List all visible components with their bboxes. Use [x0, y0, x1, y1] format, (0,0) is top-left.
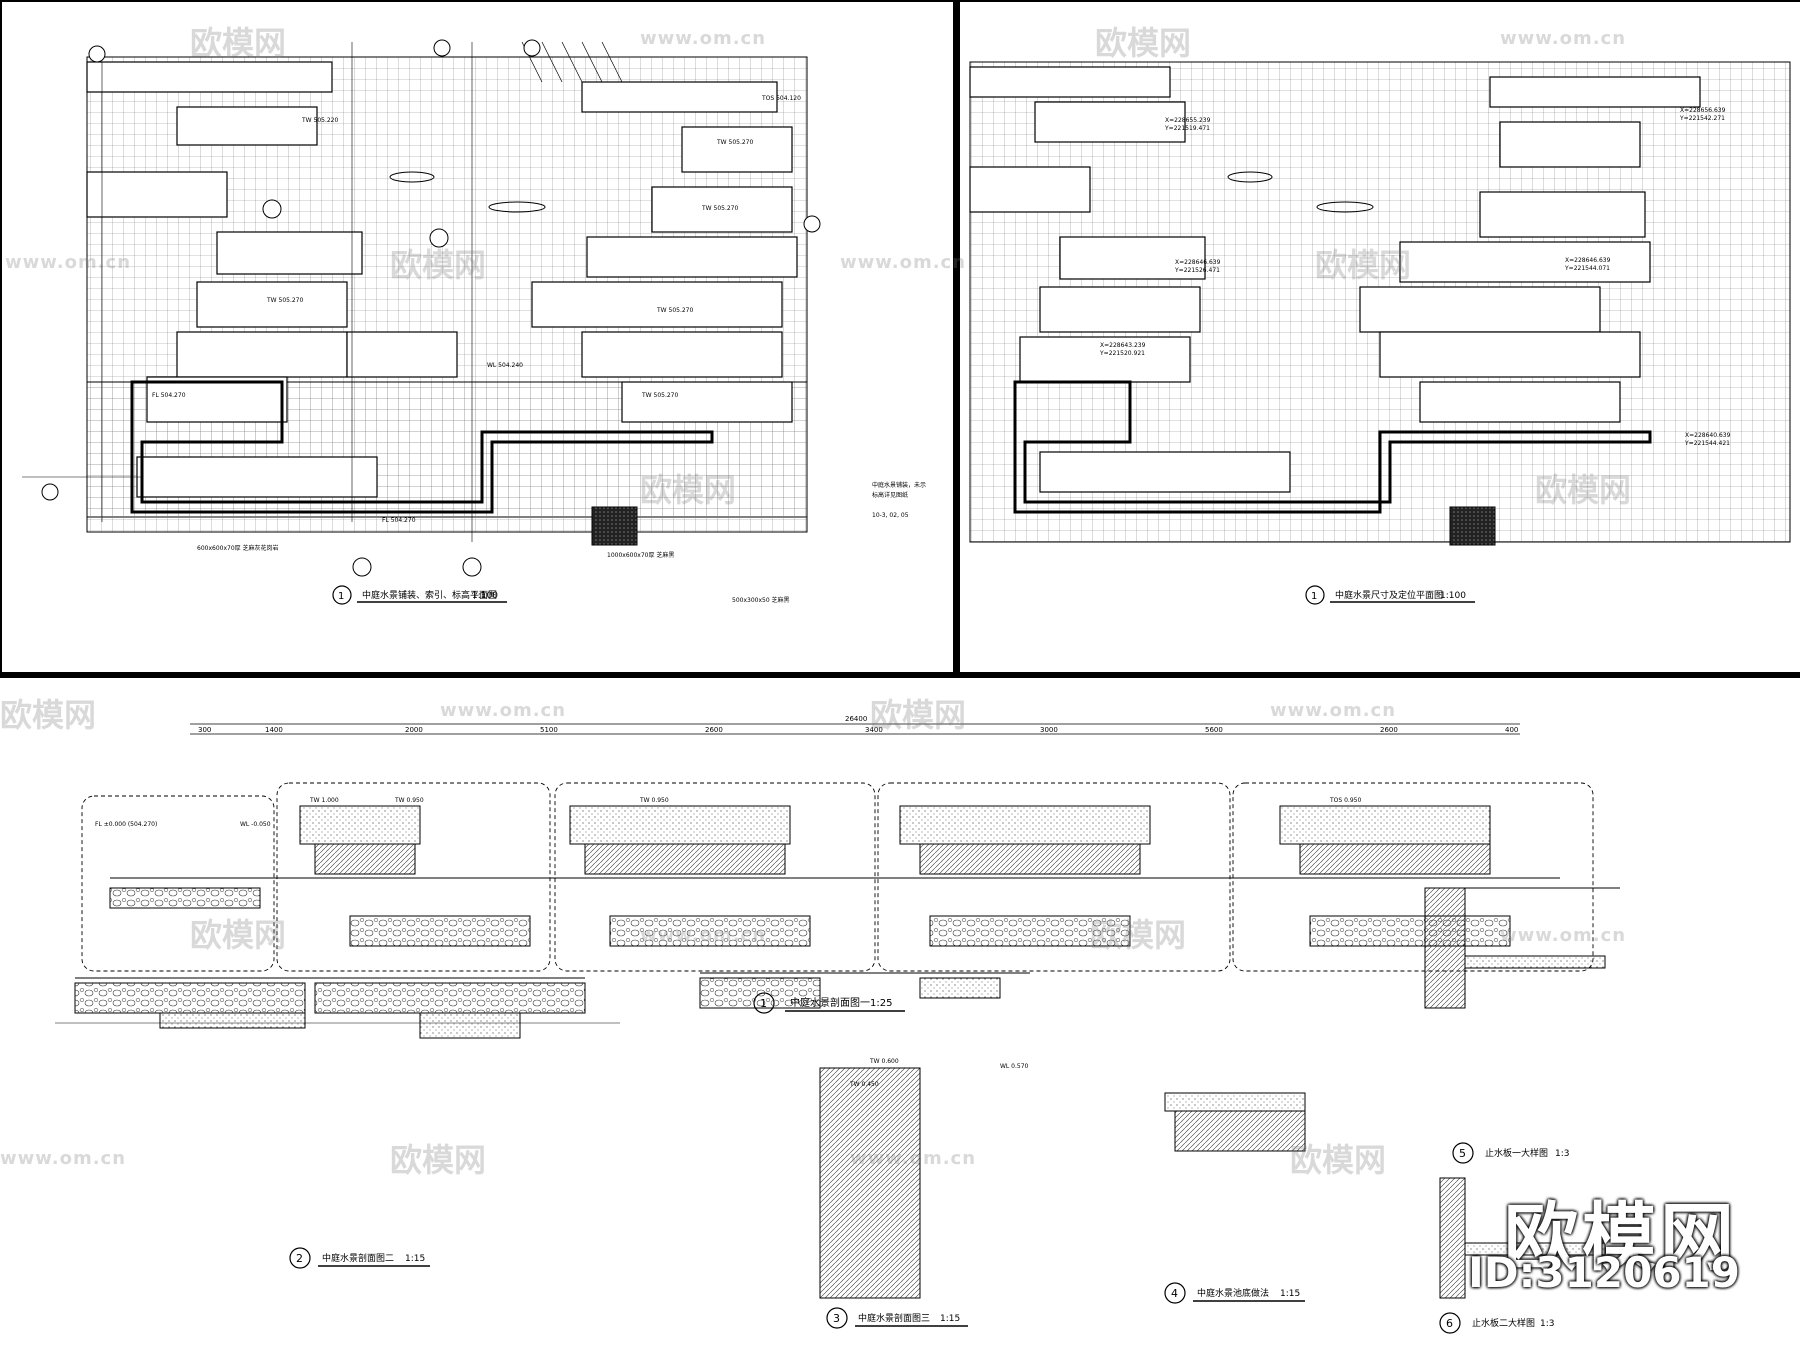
paving-note: 600x600x70厚 芝麻灰花岗岩 — [197, 544, 279, 552]
section-title: 中庭水景剖面图三 — [858, 1312, 930, 1324]
section-title: 止水板一大样图 — [1485, 1147, 1548, 1159]
plan-label: TW 505.270 — [716, 139, 753, 146]
title-number: 1 — [1311, 591, 1317, 602]
sheet-title: 中庭水景铺装、索引、标高平面图 — [362, 589, 497, 601]
coordinate-label: X=228646.639 — [1175, 259, 1221, 266]
brand-id: ID:3120619 — [1468, 1248, 1740, 1297]
coordinate-label: Y=221544.421 — [1684, 440, 1730, 447]
coordinate-label: X=228643.239 — [1100, 342, 1146, 349]
section-scale: 1:3 — [1555, 1149, 1569, 1159]
dimension-label: 5100 — [540, 726, 558, 734]
coordinate-label: X=228640.639 — [1685, 432, 1731, 439]
level-label: WL -0.050 — [240, 821, 271, 828]
plan-dimension-sheet: X=228655.239 Y=221519.471 X=228656.639 Y… — [958, 0, 1800, 676]
paving-note: 标高详见图纸 — [872, 491, 908, 499]
plan-label: TW 505.270 — [266, 297, 303, 304]
section-drawings: 300 1400 2000 5100 2600 3400 3000 5600 2… — [55, 715, 1620, 1334]
plan-label: TW 505.270 — [656, 307, 693, 314]
level-label: TOS 0.950 — [1329, 797, 1361, 804]
dimension-total: 26400 — [845, 715, 867, 723]
dimension-label: 2600 — [705, 726, 723, 734]
sheet-title: 中庭水景尺寸及定位平面图 — [1335, 589, 1443, 601]
plan-label: FL 504.270 — [382, 517, 416, 524]
section-scale: 1:25 — [870, 998, 892, 1009]
plan-label: WL 504.240 — [487, 362, 523, 369]
title-number: 6 — [1446, 1317, 1453, 1330]
paving-note: 中庭水景铺装，未示 — [872, 481, 926, 489]
dimension-label: 2000 — [405, 726, 423, 734]
dimension-label: 3400 — [865, 726, 883, 734]
title-number: 5 — [1459, 1147, 1466, 1160]
sheet-scale: 1:100 — [1440, 591, 1466, 601]
sheet-divider-horizontal — [0, 672, 1800, 678]
dimension-label: 400 — [1505, 726, 1518, 734]
dimension-label: 2600 — [1380, 726, 1398, 734]
section-title: 中庭水景剖面图二 — [322, 1252, 394, 1264]
section-scale: 1:15 — [940, 1314, 960, 1324]
dimension-label: 5600 — [1205, 726, 1223, 734]
title-number: 3 — [833, 1312, 840, 1325]
dimension-plan-drawing: X=228655.239 Y=221519.471 X=228656.639 Y… — [969, 61, 1791, 605]
brand-logo: 欧模网 — [1504, 1195, 1738, 1281]
plan-label: TW 505.270 — [641, 392, 678, 399]
coordinate-label: Y=221519.471 — [1164, 125, 1210, 132]
plan-label: FL 504.270 — [152, 392, 186, 399]
section-scale: 1:15 — [1280, 1289, 1300, 1299]
dimension-label: 1400 — [265, 726, 283, 734]
section-title: 中庭水景池底做法 — [1197, 1287, 1269, 1299]
section-scale: 1:3 — [1540, 1319, 1554, 1329]
level-label: TW 0.450 — [849, 1081, 879, 1088]
coordinate-label: X=228656.639 — [1680, 107, 1726, 114]
sheet-divider — [953, 0, 957, 674]
dimension-label: 300 — [198, 726, 211, 734]
coordinate-label: X=228646.639 — [1565, 257, 1611, 264]
paving-note: 1000x600x70厚 芝麻黑 — [607, 551, 674, 559]
coordinate-label: X=228655.239 — [1165, 117, 1211, 124]
dimension-label: 3000 — [1040, 726, 1058, 734]
level-label: TW 0.950 — [394, 797, 424, 804]
level-label: WL 0.570 — [1000, 1063, 1029, 1070]
coordinate-label: Y=221542.271 — [1679, 115, 1725, 122]
coordinate-label: Y=221544.071 — [1564, 265, 1610, 272]
title-number: 1 — [338, 591, 344, 602]
section-title: 止水板二大样图 — [1472, 1317, 1535, 1329]
plan-label: TW 505.220 — [301, 117, 338, 124]
paving-note: 10-3, 02, 05 — [872, 512, 909, 519]
level-label: TW 0.600 — [869, 1058, 899, 1065]
level-label: TW 0.950 — [639, 797, 669, 804]
title-number: 2 — [296, 1252, 303, 1265]
coordinate-label: Y=221520.921 — [1099, 350, 1145, 357]
coordinate-label: Y=221526.471 — [1174, 267, 1220, 274]
plan-label: TW 505.270 — [701, 205, 738, 212]
paving-note: 500x300x50 芝麻黑 — [732, 596, 790, 604]
title-number: 4 — [1171, 1287, 1178, 1300]
plan-paving-sheet: TW 505.220 TW 505.270 TW 505.270 TW 505.… — [0, 0, 959, 676]
section-details-sheet: 300 1400 2000 5100 2600 3400 3000 5600 2… — [0, 678, 1800, 1350]
section-scale: 1:15 — [405, 1254, 425, 1264]
level-label: TW 1.000 — [309, 797, 339, 804]
sheet-scale: 1:100 — [472, 591, 498, 601]
plan-label: TOS 504.120 — [761, 95, 801, 102]
level-label: FL ±0.000 (504.270) — [95, 821, 157, 828]
paving-plan-drawing: TW 505.220 TW 505.270 TW 505.270 TW 505.… — [22, 39, 926, 605]
